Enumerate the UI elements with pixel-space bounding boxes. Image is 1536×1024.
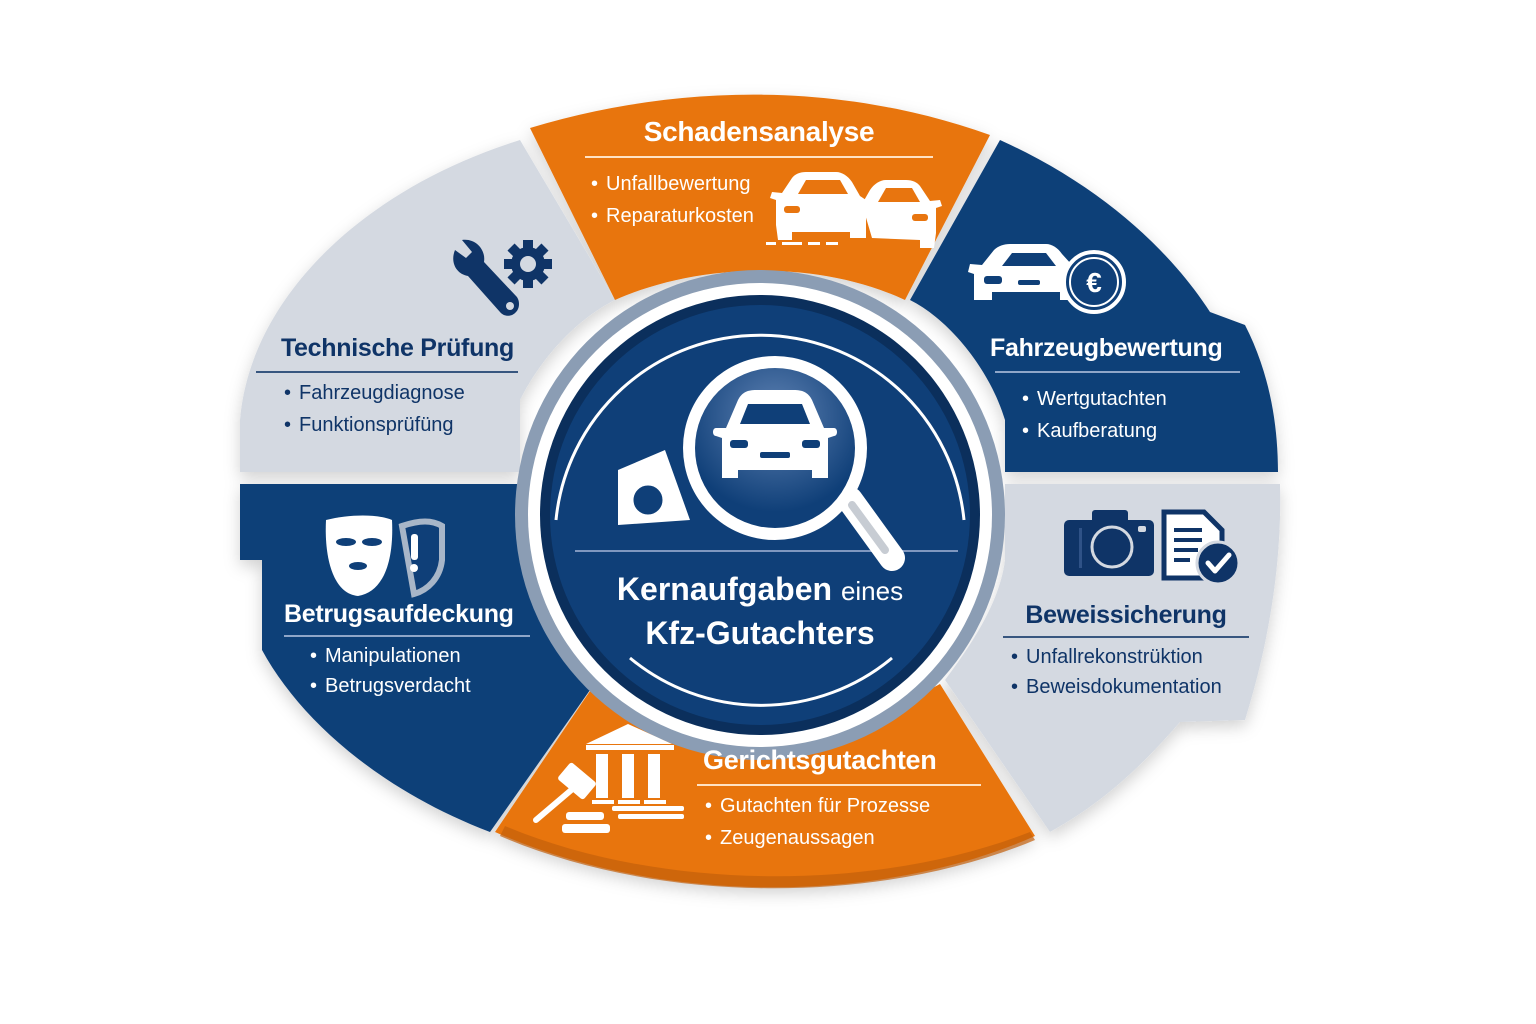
camera-document-check-icon	[1064, 509, 1241, 586]
list-item: Fahrzeugdiagnose	[284, 377, 518, 409]
list-item: Beweisdokumentation	[1011, 672, 1249, 702]
center-title-bold: Kernaufgaben	[616, 571, 833, 607]
segment-title: Beweissicherung	[1025, 601, 1227, 629]
segment-betrugsaufdeckung-text: Betrugsaufdeckung Manipulationen Betrugs…	[284, 600, 530, 701]
mask-shield-alert-icon	[325, 515, 445, 598]
segment-gerichtsgutachten-text: Gerichtsgutachten Gutachten für Prozesse…	[697, 745, 981, 854]
center-title-line1: Kernaufgaben eines	[560, 568, 960, 612]
list-item: Wertgutachten	[1022, 383, 1240, 415]
list-item: Unfallbewertung	[591, 168, 933, 200]
center-arc-top	[554, 333, 966, 521]
segment-items: Wertgutachten Kaufberatung	[1022, 383, 1240, 447]
segment-fahrzeugbewertung-text: Fahrzeugbewertung Wertgutachten Kaufbera…	[990, 334, 1240, 447]
segment-title: Gerichtsgutachten	[703, 745, 937, 775]
list-item: Kaufberatung	[1022, 415, 1240, 447]
segment-items: Manipulationen Betrugsverdacht	[310, 641, 530, 701]
title-divider	[1003, 636, 1249, 638]
list-item: Reparaturkosten	[591, 200, 933, 232]
list-item: Manipulationen	[310, 641, 530, 671]
segment-items: Unfallrekonstrüktion Beweisdokumentation	[1011, 642, 1249, 702]
list-item: Betrugsverdacht	[310, 671, 530, 701]
segment-title: Technische Prüfung	[280, 334, 514, 362]
car-euro-icon: €	[968, 244, 1126, 314]
segment-items: Unfallbewertung Reparaturkosten	[591, 168, 933, 232]
title-divider	[995, 371, 1240, 373]
segment-title: Betrugsaufdeckung	[284, 600, 514, 628]
center-title-line2: Kfz-Gutachters	[645, 615, 875, 651]
title-divider	[256, 371, 518, 373]
list-item: Zeugenaussagen	[705, 822, 981, 854]
title-divider	[697, 784, 981, 786]
segment-items: Fahrzeugdiagnose Funktionsprüfüng	[284, 377, 518, 441]
segment-title: Fahrzeugbewertung	[990, 334, 1223, 362]
magnifier-car-icon	[618, 356, 905, 571]
list-item: Gutachten für Prozesse	[705, 790, 981, 822]
segment-beweissicherung-text: Beweissicherung Unfallrekonstrüktion Bew…	[1003, 601, 1249, 702]
orange-rim	[500, 826, 1035, 889]
list-item: Unfallrekonstrüktion	[1011, 642, 1249, 672]
segment-items: Gutachten für Prozesse Zeugenaussagen	[705, 790, 981, 854]
center-arc-bottom	[629, 656, 893, 707]
title-divider	[585, 156, 933, 158]
list-item: Funktionsprüfüng	[284, 409, 518, 441]
segment-schadensanalyse-text: Schadensanalyse Unfallbewertung Reparatu…	[585, 116, 933, 232]
title-divider	[284, 635, 530, 637]
center-title: Kernaufgaben eines Kfz-Gutachters	[560, 568, 960, 654]
courthouse-gavel-icon	[533, 724, 684, 833]
segment-technische-pruefung-text: Technische Prüfung Fahrzeugdiagnose Funk…	[256, 334, 518, 441]
segment-title: Schadensanalyse	[643, 116, 875, 147]
center-title-rest: eines	[840, 576, 904, 606]
svg-text:€: €	[1086, 267, 1102, 298]
